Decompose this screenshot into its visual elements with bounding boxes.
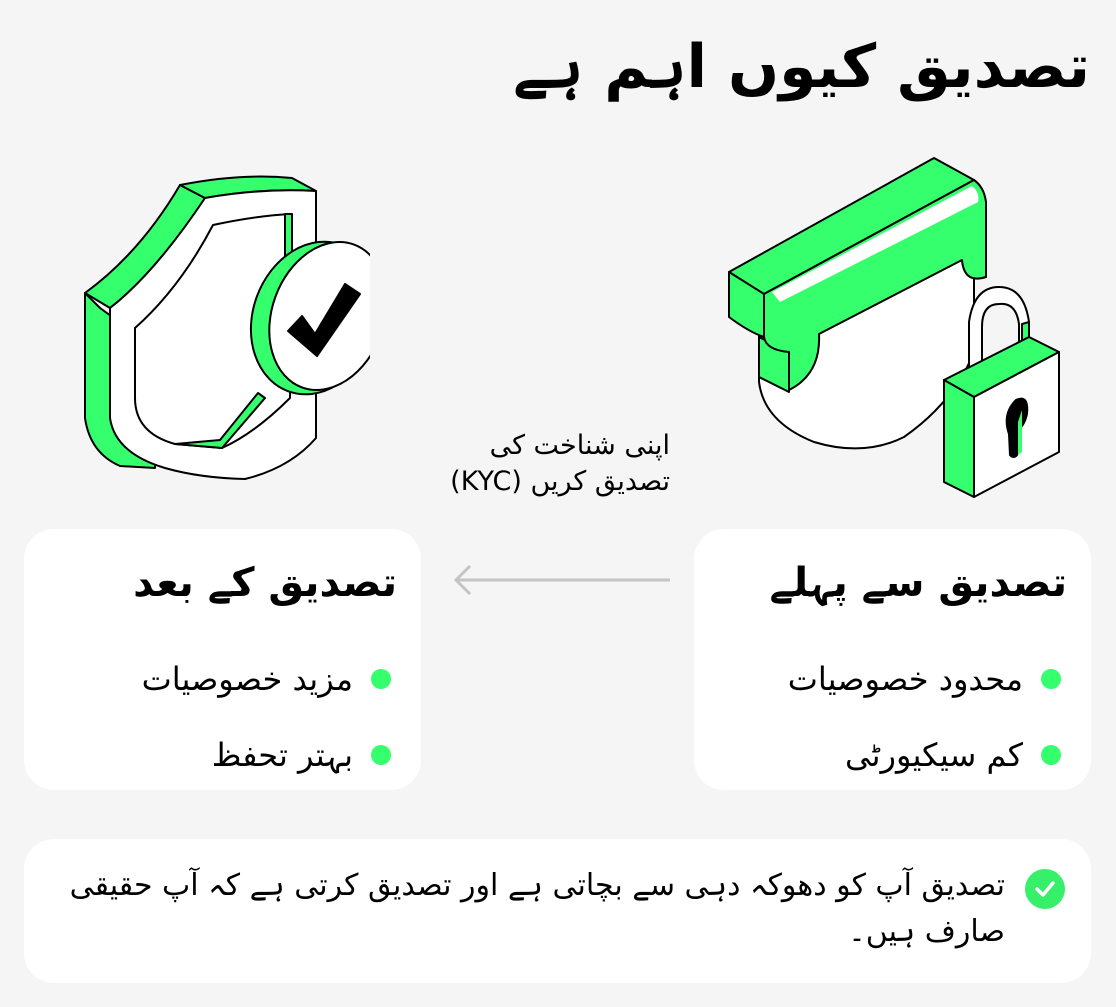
before-verification-card: تصدیق سے پہلے محدود خصوصیات کم سیکیورٹی [694,529,1091,790]
bullet-dot-icon [1041,669,1061,689]
list-item-label: مزید خصوصیات [141,660,353,698]
list-item-label: محدود خصوصیات [787,660,1023,698]
page-title: تصدیق کیوں اہم ہے [513,32,1090,102]
before-card-title: تصدیق سے پہلے [769,560,1067,606]
chat-bubble-lock-icon [728,157,1060,498]
bullet-dot-icon [371,669,391,689]
list-item: محدود خصوصیات [788,641,1061,717]
arrow-left-icon [453,564,670,596]
shield-check-icon [84,175,370,480]
list-item: کم سیکیورٹی [788,717,1061,793]
before-limitations-list: محدود خصوصیات کم سیکیورٹی [788,641,1061,793]
kyc-step-label: اپنی شناخت کی تصدیق کریں (KYC) [450,430,670,497]
list-item-label: بہتر تحفظ [211,736,353,774]
after-verification-card: تصدیق کے بعد مزید خصوصیات بہتر تحفظ [24,529,421,790]
list-item: مزید خصوصیات [142,641,391,717]
list-item-label: کم سیکیورٹی [844,736,1023,774]
check-circle-icon [1025,869,1065,909]
list-item: بہتر تحفظ [142,717,391,793]
after-benefits-list: مزید خصوصیات بہتر تحفظ [142,641,391,793]
bullet-dot-icon [371,745,391,765]
info-note-card: تصدیق آپ کو دھوکہ دہی سے بچاتی ہے اور تص… [24,839,1091,983]
bullet-dot-icon [1041,745,1061,765]
after-card-title: تصدیق کے بعد [133,560,397,606]
info-note-text: تصدیق آپ کو دھوکہ دہی سے بچاتی ہے اور تص… [69,868,1005,949]
